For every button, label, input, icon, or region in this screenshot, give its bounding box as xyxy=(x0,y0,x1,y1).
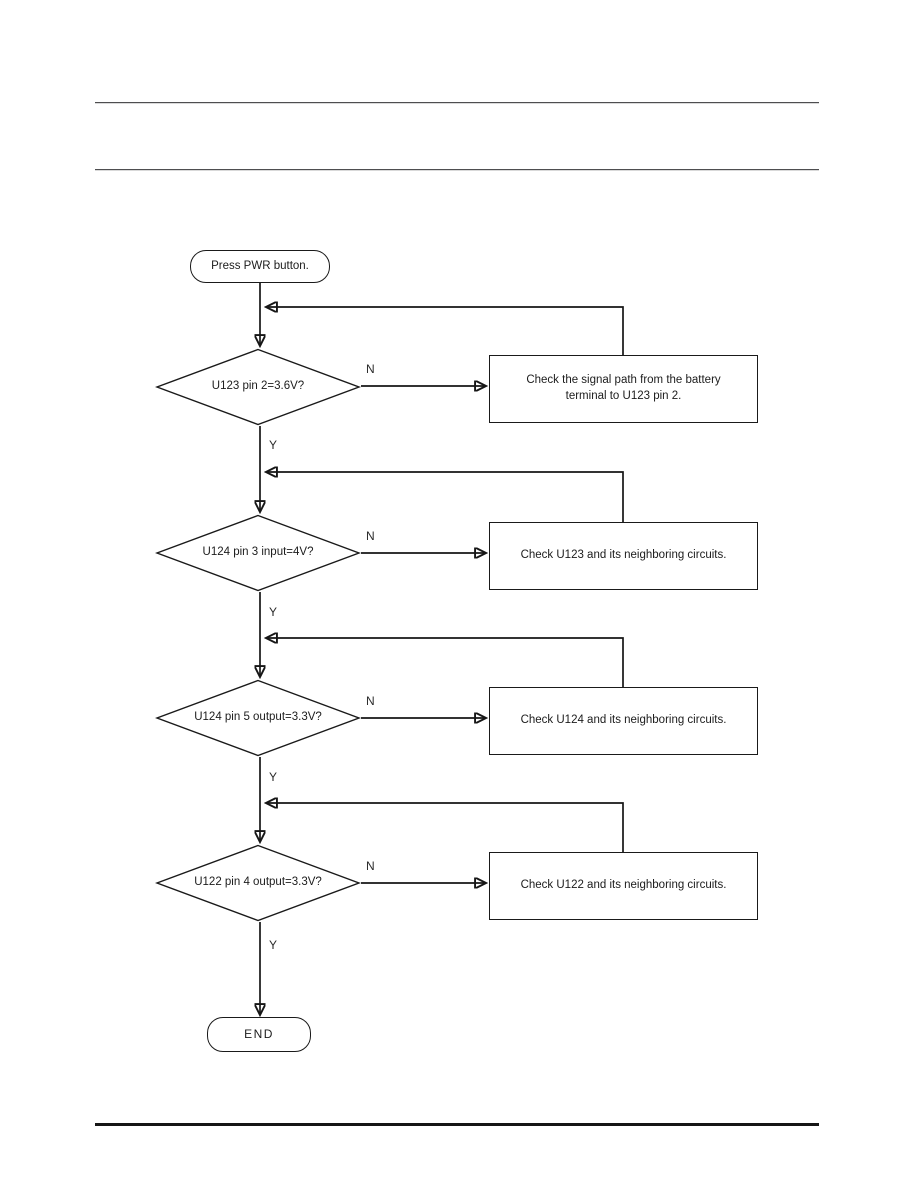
no-branch-label-4: N xyxy=(366,859,375,873)
action-label: Check U123 and its neighboring circuits. xyxy=(520,549,727,562)
yes-branch-label-2: Y xyxy=(269,605,278,619)
decision-u123-pin2: U123 pin 2=3.6V? xyxy=(155,348,361,426)
footer-rule xyxy=(95,1123,819,1126)
header-rule-bottom xyxy=(95,169,819,171)
end-terminator-label: END xyxy=(244,1027,274,1042)
decision-label: U124 pin 5 output=3.3V? xyxy=(194,711,322,724)
action-check-battery-path: Check the signal path from the battery t… xyxy=(489,355,758,423)
action-check-u123: Check U123 and its neighboring circuits. xyxy=(489,522,758,590)
diamond-shape xyxy=(155,348,361,426)
no-branch-label-3: N xyxy=(366,694,375,708)
decision-label: U123 pin 2=3.6V? xyxy=(211,380,305,393)
action-label: Check the signal path from the battery t… xyxy=(526,374,721,402)
yes-branch-label-4: Y xyxy=(269,938,278,952)
action-label: Check U124 and its neighboring circuits. xyxy=(520,714,727,727)
start-terminator: Press PWR button. xyxy=(190,250,330,283)
end-terminator: END xyxy=(207,1017,311,1052)
diamond-shape xyxy=(155,844,361,922)
start-terminator-label: Press PWR button. xyxy=(211,259,309,272)
header-rule-top xyxy=(95,102,819,104)
decision-label: U124 pin 3 input=4V? xyxy=(202,546,314,559)
no-branch-label-1: N xyxy=(366,362,375,376)
no-branch-label-2: N xyxy=(366,529,375,543)
action-check-u122: Check U122 and its neighboring circuits. xyxy=(489,852,758,920)
action-label: Check U122 and its neighboring circuits. xyxy=(520,879,727,892)
decision-label: U122 pin 4 output=3.3V? xyxy=(194,876,322,889)
yes-branch-label-3: Y xyxy=(269,770,278,784)
diamond-shape xyxy=(155,514,361,592)
diamond-shape xyxy=(155,679,361,757)
decision-u122-pin4: U122 pin 4 output=3.3V? xyxy=(155,844,361,922)
decision-u124-pin5: U124 pin 5 output=3.3V? xyxy=(155,679,361,757)
action-check-u124: Check U124 and its neighboring circuits. xyxy=(489,687,758,755)
yes-branch-label-1: Y xyxy=(269,438,278,452)
decision-u124-pin3: U124 pin 3 input=4V? xyxy=(155,514,361,592)
